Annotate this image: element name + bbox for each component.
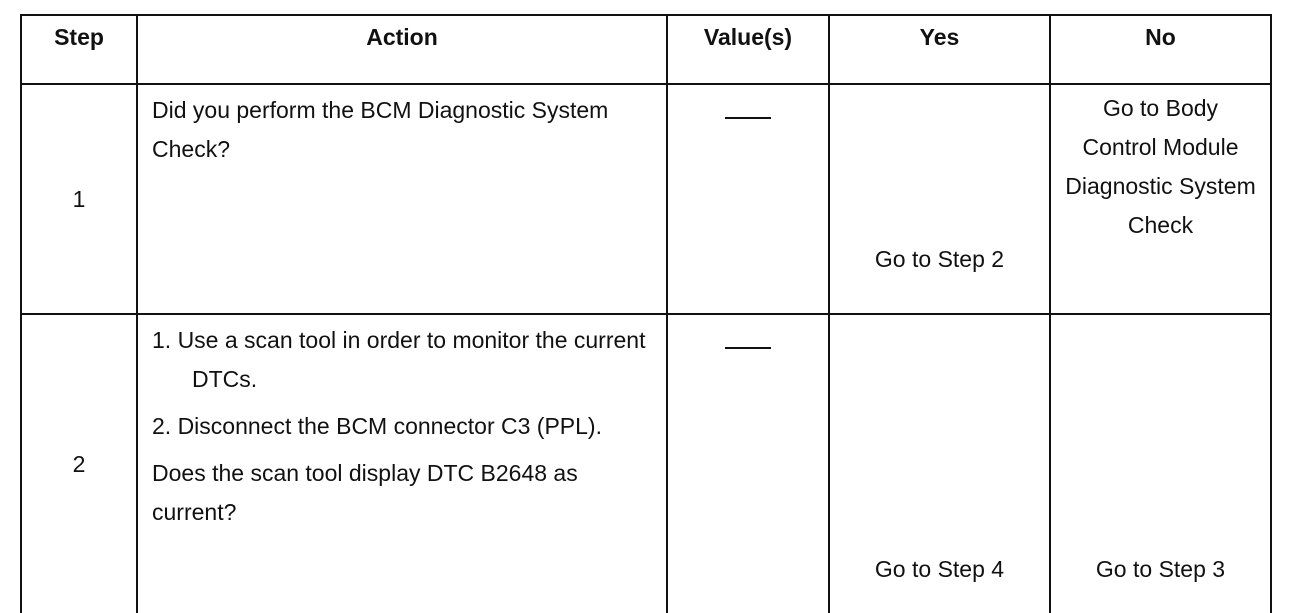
action-question: Did you perform the BCM Diagnostic Syste… bbox=[152, 97, 609, 162]
action-step-item: 1. Use a scan tool in order to monitor t… bbox=[152, 327, 646, 392]
table-row: 1 Did you perform the BCM Diagnostic Sys… bbox=[20, 83, 1272, 315]
no-value-dash bbox=[725, 347, 771, 349]
header-row: Step Action Value(s) Yes No bbox=[20, 14, 1272, 85]
no-cell-text: Go to Body Control Module Diagnostic Sys… bbox=[1065, 95, 1256, 238]
yes-cell: Go to Step 4 bbox=[828, 313, 1051, 613]
header-step: Step bbox=[20, 14, 138, 85]
value-cell bbox=[666, 83, 830, 315]
diagnostic-table: Step Action Value(s) Yes No 1 Did you pe… bbox=[20, 14, 1272, 613]
action-steps-list: 1. Use a scan tool in order to monitor t… bbox=[152, 321, 656, 446]
header-yes: Yes bbox=[828, 14, 1051, 85]
no-cell: Go to Step 3 bbox=[1049, 313, 1272, 613]
yes-cell: Go to Step 2 bbox=[828, 83, 1051, 315]
header-values: Value(s) bbox=[666, 14, 830, 85]
step-number: 1 bbox=[20, 83, 138, 315]
action-step-item: 2. Disconnect the BCM connector C3 (PPL)… bbox=[152, 413, 602, 439]
value-cell bbox=[666, 313, 830, 613]
action-cell: 1. Use a scan tool in order to monitor t… bbox=[136, 313, 668, 613]
header-no: No bbox=[1049, 14, 1272, 85]
table-row: 2 1. Use a scan tool in order to monitor… bbox=[20, 313, 1272, 613]
header-action: Action bbox=[136, 14, 668, 85]
action-cell: Did you perform the BCM Diagnostic Syste… bbox=[136, 83, 668, 315]
action-question: Does the scan tool display DTC B2648 as … bbox=[152, 460, 578, 525]
step-number: 2 bbox=[20, 313, 138, 613]
diagnostic-table-frame: Step Action Value(s) Yes No 1 Did you pe… bbox=[20, 14, 1272, 613]
no-value-dash bbox=[725, 117, 771, 119]
no-cell: Go to Body Control Module Diagnostic Sys… bbox=[1049, 83, 1272, 315]
